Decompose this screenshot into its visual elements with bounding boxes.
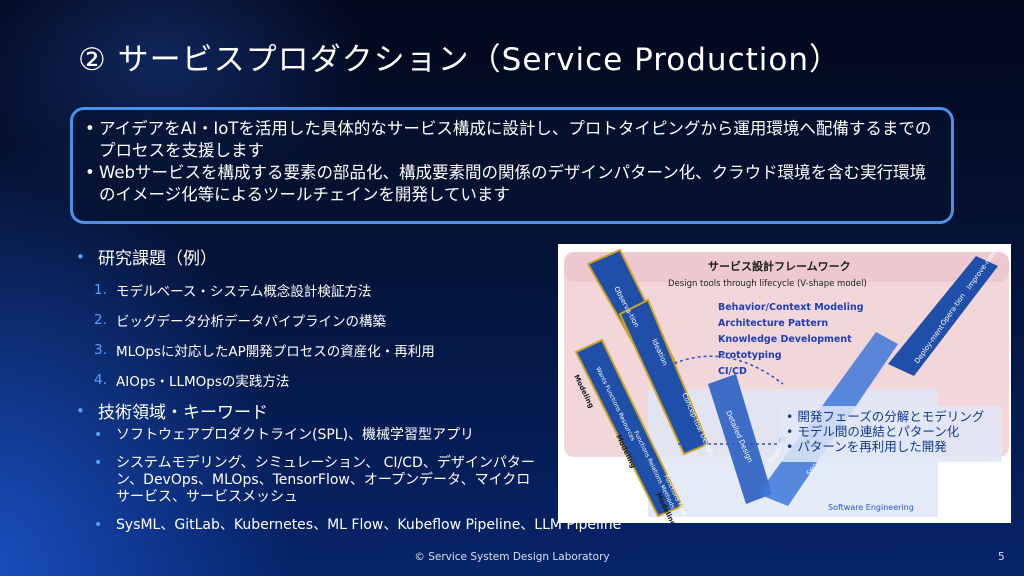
tech-section: • 技術領域・キーワード • ソフトウェアプロダクトライン(SPL)、機械学習型ア… <box>76 398 621 545</box>
list-item: 1. モデルベース・システム概念設計検証方法 <box>76 275 546 305</box>
tech-heading-text: 技術領域・キーワード <box>98 403 268 423</box>
callout-text: 開発フェーズの分解とモデリング <box>797 409 985 424</box>
software-engineering-label: Software Engineering <box>828 503 914 512</box>
list-text: モデルベース・システム概念設計検証方法 <box>116 284 372 300</box>
page-number: 5 <box>998 551 1005 563</box>
bullet-dot: • <box>76 401 85 420</box>
bullet-dot: • <box>94 517 103 533</box>
list-number: 1. <box>94 282 107 298</box>
list-text: MLOpsに対応したAP開発プロセスの資産化・再利用 <box>116 344 435 360</box>
research-list: 1. モデルベース・システム概念設計検証方法 2. ビッグデータ分析データパイプライ… <box>76 275 546 395</box>
list-item: • システムモデリング、シミュレーション、 CI/CD、デザインパターン、DevO… <box>76 455 536 506</box>
callout-text: パターンを再利用した開発 <box>797 439 947 454</box>
detailed-design-arrow <box>708 374 772 504</box>
figure-bullet: Knowledge Development <box>718 334 852 345</box>
bullet-dot: • <box>76 247 85 266</box>
list-text: SysML、GitLab、Kubernetes、ML Flow、Kubeflow… <box>116 517 622 533</box>
footer-copyright: © Service System Design Laboratory <box>414 551 610 563</box>
bullet-dot: • <box>94 455 103 471</box>
figure-bullet: CI/CD <box>718 366 747 377</box>
v-shape-diagram: サービス設計フレームワーク Design tools through lifec… <box>558 244 1011 523</box>
figure-callout: • 開発フェーズの分解とモデリング • モデル間の連結とパターン化 • パターン… <box>780 406 1002 462</box>
callout-item: • パターンを再利用した開発 <box>786 439 947 454</box>
bullet-dot: • <box>94 427 103 443</box>
diagram-svg: サービス設計フレームワーク Design tools through lifec… <box>564 246 1009 523</box>
deployment-arrow <box>888 256 998 376</box>
research-heading-text: 研究課題（例） <box>98 249 217 269</box>
list-number: 2. <box>94 312 107 328</box>
summary-bullet: • Webサービスを構成する要素の部品化、構成要素間の関係のデザインパターン化、… <box>85 162 937 206</box>
slide-title: ② サービスプロダクション（Service Production） <box>78 42 841 78</box>
summary-box: • アイデアをAI・IoTを活用した具体的なサービス構成に設計し、プロトタイピン… <box>70 107 954 224</box>
list-item: 3. MLOpsに対応したAP開発プロセスの資産化・再利用 <box>76 335 546 365</box>
list-item: • ソフトウェアプロダクトライン(SPL)、機械学習型アプリ <box>76 427 546 444</box>
summary-text-2: Webサービスを構成する要素の部品化、構成要素間の関係のデザインパターン化、クラ… <box>99 163 927 204</box>
research-heading: • 研究課題（例） <box>76 244 546 270</box>
figure-title: サービス設計フレームワーク <box>708 259 851 273</box>
tech-list: • ソフトウェアプロダクトライン(SPL)、機械学習型アプリ • システムモデリング… <box>76 427 621 534</box>
list-item: • SysML、GitLab、Kubernetes、ML Flow、Kubeflo… <box>76 517 756 534</box>
list-number: 4. <box>94 372 107 388</box>
research-section: • 研究課題（例） 1. モデルベース・システム概念設計検証方法 2. ビッグデータ… <box>76 244 546 395</box>
tech-heading: • 技術領域・キーワード <box>76 398 546 424</box>
framework-panel-band <box>564 252 1009 282</box>
bullet-dot: • <box>85 163 95 182</box>
link-line <box>652 355 784 385</box>
summary-text-1: アイデアをAI・IoTを活用した具体的なサービス構成に設計し、プロトタイピングか… <box>99 119 932 160</box>
callout-item: • 開発フェーズの分解とモデリング <box>786 409 985 424</box>
figure-subtitle: Design tools through lifecycle (V-shape … <box>668 279 867 289</box>
list-item: 4. AIOps・LLMOpsの実践方法 <box>76 365 546 395</box>
callout-item: • モデル間の連結とパターン化 <box>786 424 960 439</box>
figure-bullet: Prototyping <box>718 350 782 361</box>
list-number: 3. <box>94 342 107 358</box>
list-text: ビッグデータ分析データパイプラインの構築 <box>116 314 386 330</box>
list-text: システムモデリング、シミュレーション、 CI/CD、デザインパターン、DevOp… <box>116 455 535 505</box>
modeling-arrow <box>574 338 684 518</box>
summary-bullet: • アイデアをAI・IoTを活用した具体的なサービス構成に設計し、プロトタイピン… <box>85 118 937 162</box>
bullet-dot: • <box>85 119 95 138</box>
list-item: 2. ビッグデータ分析データパイプラインの構築 <box>76 305 546 335</box>
figure-bullet: Architecture Pattern <box>718 318 828 329</box>
callout-text: モデル間の連結とパターン化 <box>797 424 960 439</box>
list-text: ソフトウェアプロダクトライン(SPL)、機械学習型アプリ <box>116 427 475 443</box>
figure-bullet: Behavior/Context Modeling <box>718 302 864 313</box>
list-text: AIOps・LLMOpsの実践方法 <box>116 374 290 390</box>
